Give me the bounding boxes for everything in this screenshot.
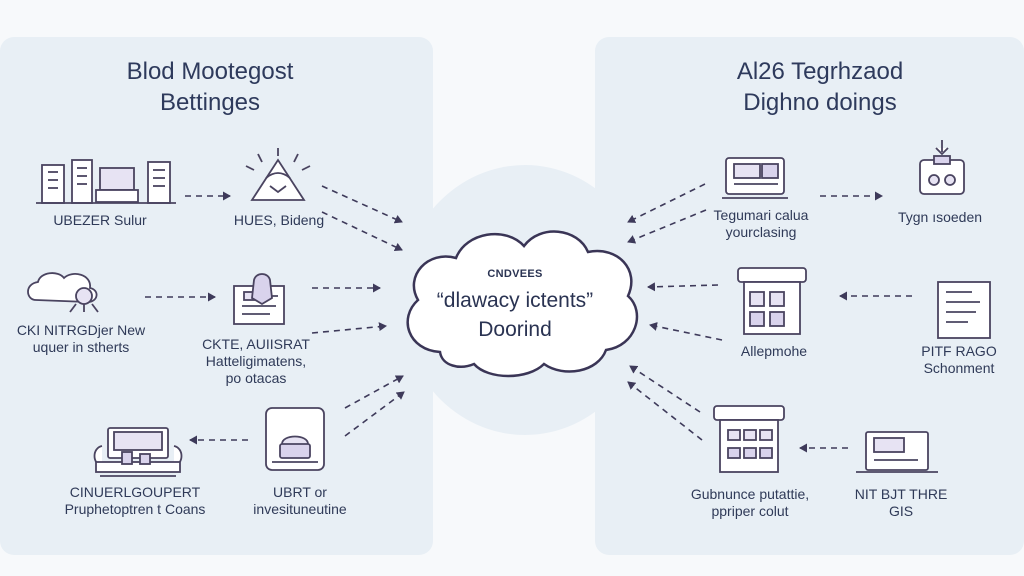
label-audit-line1: CKTE, AUIISRAT <box>202 336 310 352</box>
storage-basket-icon <box>737 267 807 335</box>
left-title-line2: Bettinges <box>159 89 261 116</box>
laptop-icon <box>856 431 938 473</box>
cloud-subtitle: Doorind <box>478 318 552 341</box>
monitor-display-icon <box>722 157 788 199</box>
arrow-monitor-to-cloud-2 <box>627 209 707 244</box>
label-device-row: UBEZER Sulur <box>53 212 147 228</box>
label-computer: CINUERLGOUPERT Pruphetoptren t Coans <box>50 484 220 518</box>
left-arrows <box>145 185 405 445</box>
arrow-hues-to-cloud-2 <box>321 211 403 252</box>
label-laptop-line1: NIT BJT THRE <box>854 486 948 502</box>
storage-bin-icon <box>713 405 785 473</box>
label-laptop-line2: GIS <box>888 503 914 519</box>
label-computer-line1: CINUERLGOUPERT <box>69 484 201 500</box>
label-storage-bin-line2: ppriper colut <box>711 503 789 519</box>
arrow-audit-to-cloud-2 <box>311 322 387 334</box>
cloud-title: “dlawacy ictents” <box>436 289 594 312</box>
label-basket-top: Allepmohe <box>740 343 808 359</box>
center-cloud-icon <box>406 230 639 378</box>
label-audit-line3: po otacas <box>225 370 287 386</box>
label-computer-line2: Pruphetoptren t Coans <box>64 501 206 517</box>
right-title-line2: Dighno doings <box>743 89 897 116</box>
label-monitor: Tegumari calua yourclasing <box>696 207 826 241</box>
robot-unit-icon <box>919 140 965 195</box>
label-storage-bin-line1: Gubnunce putattie, <box>690 486 810 502</box>
label-storage-bin: Gubnunce putattie, ppriper colut <box>670 486 830 520</box>
arrow-basket2-to-cloud-1 <box>629 365 701 413</box>
cloud-caption: CNDVEES <box>487 268 543 280</box>
computer-terminal-icon <box>93 427 183 477</box>
label-audit: CKTE, AUIISRAT Hatteligimatens, po otaca… <box>186 336 326 387</box>
right-panel-title: Al26 Tegrhzaod Dighno doings <box>670 56 970 118</box>
warning-alert-icon <box>245 148 311 201</box>
label-phone: UBRT or invesituneutine <box>240 484 360 518</box>
arrow-phone-to-cloud-1 <box>344 375 404 409</box>
label-phone-line1: UBRT or <box>273 484 327 500</box>
label-cloud-new: CKI NITRGDjer New uquer in stherts <box>6 322 156 356</box>
left-title-line1: Blod Mootegost <box>126 58 294 85</box>
arrow-phone-to-cloud-2 <box>344 391 405 437</box>
audit-clipboard-icon <box>233 273 285 325</box>
label-robot: Tygn ısoeden <box>897 209 983 225</box>
document-report-icon <box>937 281 991 339</box>
left-panel-title: Blod Mootegost Bettinges <box>60 56 360 118</box>
label-monitor-line1: Tegumari calua <box>713 207 809 223</box>
right-arrows <box>627 183 912 453</box>
label-cloud-new-line1: CKI NITRGDjer New <box>16 322 146 338</box>
label-phone-line2: invesituneutine <box>253 501 347 517</box>
phone-icon <box>265 407 325 471</box>
arrow-basket-to-cloud-2 <box>649 322 723 341</box>
label-hues: HUES, Bideng <box>233 212 325 228</box>
label-document-line2: Schonment <box>923 360 995 376</box>
label-cloud-new-line2: uquer in stherts <box>32 339 130 355</box>
arrow-basket-to-cloud-1 <box>647 282 719 292</box>
label-monitor-line2: yourclasing <box>725 224 797 240</box>
arrow-hues-to-cloud-1 <box>321 185 403 224</box>
label-audit-line2: Hatteligimatens, <box>205 353 307 369</box>
label-document: PITF RAGO Schonment <box>904 343 1014 377</box>
server-rack-icon <box>36 159 176 204</box>
arrow-monitor-to-cloud-1 <box>627 183 706 223</box>
label-laptop: NIT BJT THRE GIS <box>846 486 956 520</box>
cloud-network-icon <box>27 272 99 313</box>
arrow-basket2-to-cloud-2 <box>627 381 703 441</box>
label-document-line1: PITF RAGO <box>921 343 997 359</box>
right-title-line1: Al26 Tegrhzaod <box>736 58 904 85</box>
